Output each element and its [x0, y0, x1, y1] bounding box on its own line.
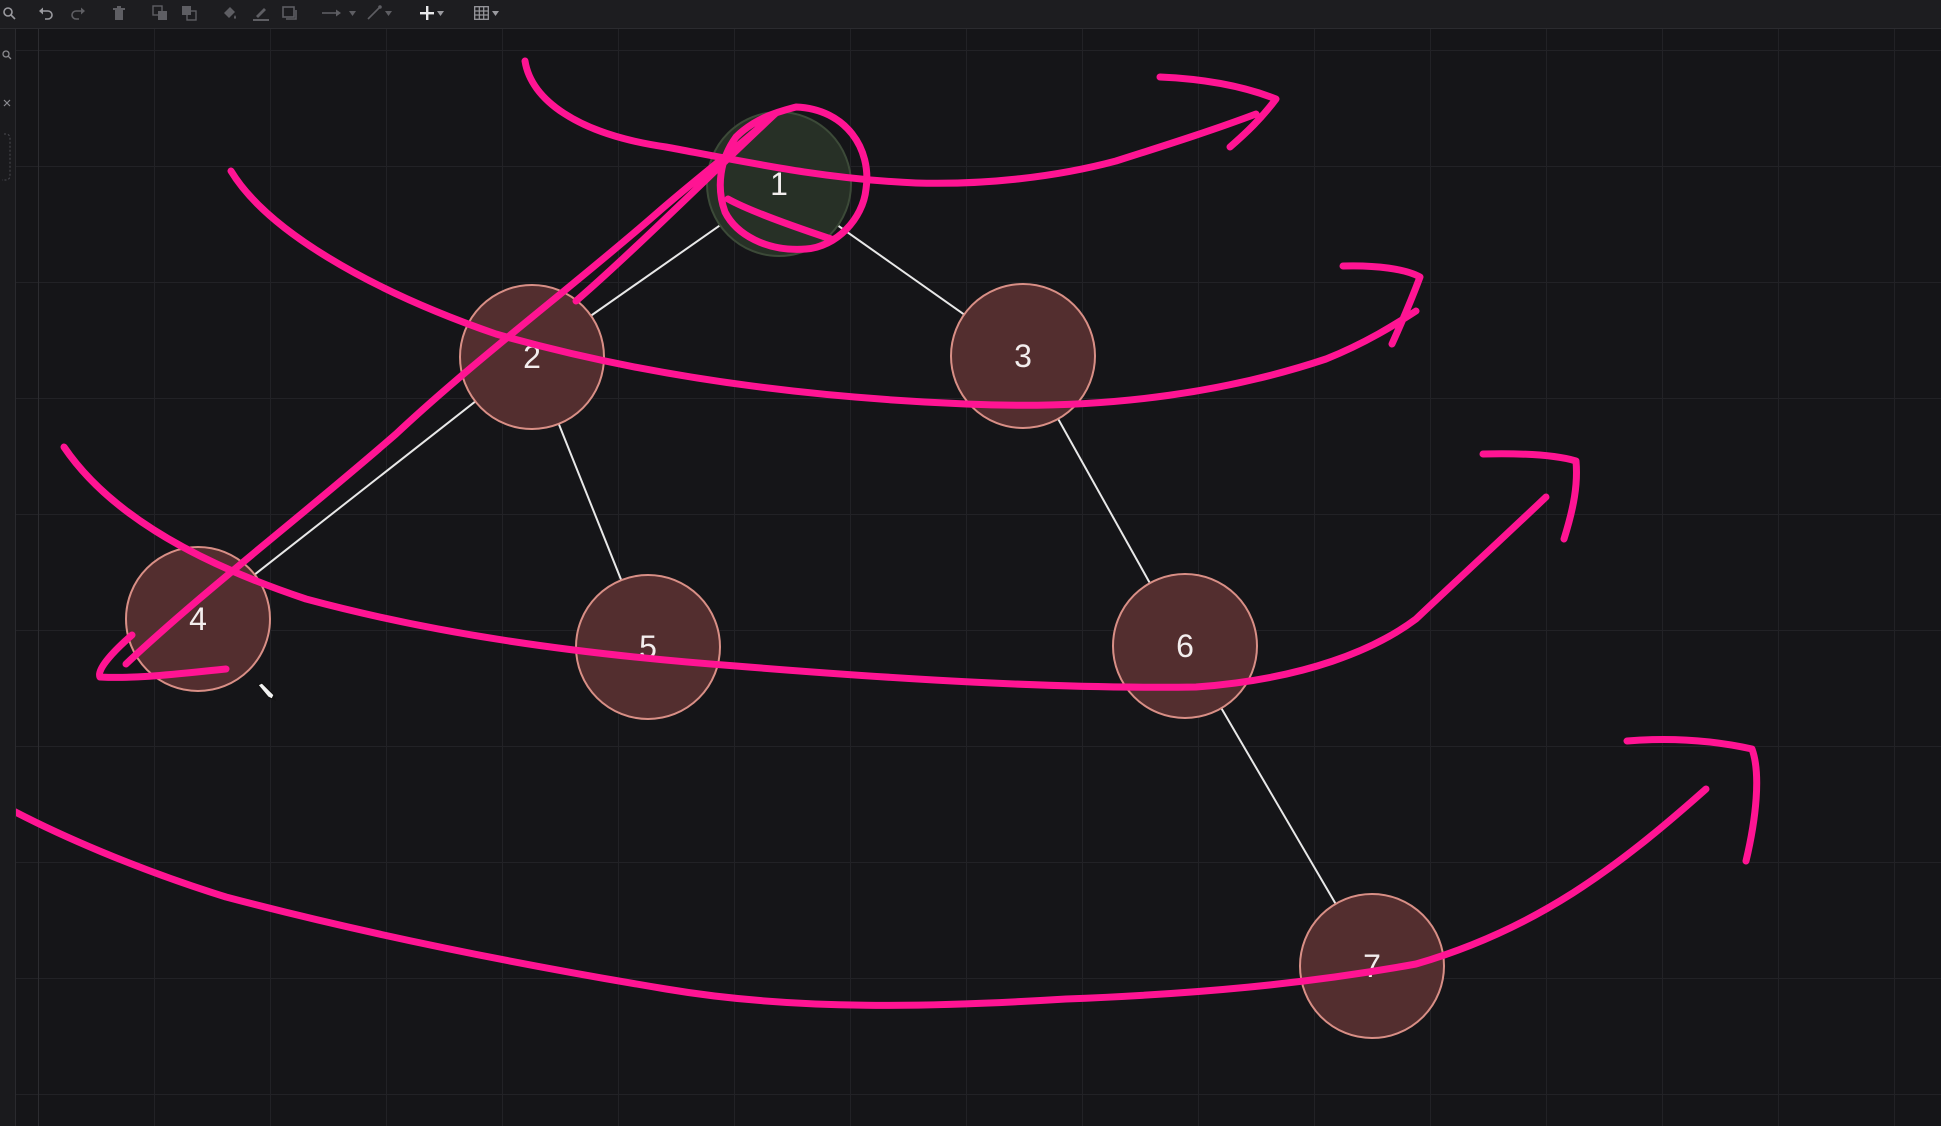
search-icon[interactable] [0, 50, 14, 60]
node-1[interactable]: 1 [706, 111, 852, 257]
node-circle[interactable] [1299, 893, 1445, 1039]
node-label: 4 [189, 601, 207, 637]
drawing-canvas[interactable]: 1 2 3 4 5 6 7 [16, 29, 1941, 1126]
level-4-sweep [16, 735, 1761, 1009]
node-4[interactable]: 4 [125, 546, 271, 692]
shape-preview-icon[interactable] [0, 133, 14, 181]
node-3[interactable]: 3 [950, 283, 1096, 429]
table-icon[interactable] [474, 3, 499, 23]
insert-icon[interactable] [420, 3, 444, 23]
node-7[interactable]: 7 [1299, 893, 1445, 1039]
delete-icon[interactable] [112, 3, 126, 23]
left-panel [0, 29, 16, 1126]
connection-icon[interactable] [322, 3, 356, 23]
line-color-icon[interactable] [252, 3, 270, 23]
node-label: 1 [770, 166, 788, 202]
toolbar [0, 0, 1941, 29]
node-circle[interactable] [950, 283, 1096, 429]
node-label: 7 [1363, 948, 1381, 984]
node-label: 3 [1014, 338, 1032, 374]
shadow-icon[interactable] [282, 3, 298, 23]
to-front-icon[interactable] [152, 3, 168, 23]
node-label: 6 [1176, 628, 1194, 664]
canvas-edge [38, 29, 39, 1126]
level-2-sweep [227, 167, 1424, 409]
fill-color-icon[interactable] [222, 3, 238, 23]
dfs-diagonal [96, 103, 871, 681]
redo-icon[interactable] [70, 3, 86, 23]
node-6[interactable]: 6 [1112, 573, 1258, 719]
to-back-icon[interactable] [181, 3, 197, 23]
pencil-cursor-icon [257, 682, 276, 701]
undo-icon[interactable] [38, 3, 54, 23]
tree-diagram: 1 2 3 4 5 6 7 [16, 57, 1761, 1039]
node-circle[interactable] [125, 546, 271, 692]
node-circle[interactable] [459, 284, 605, 430]
close-icon[interactable] [0, 99, 14, 107]
level-3-sweep [60, 443, 1580, 691]
level-1-sweep [521, 57, 1280, 187]
zoom-icon[interactable] [2, 3, 16, 23]
waypoints-icon[interactable] [366, 3, 392, 23]
node-2[interactable]: 2 [459, 284, 605, 430]
node-5[interactable]: 5 [575, 574, 721, 720]
